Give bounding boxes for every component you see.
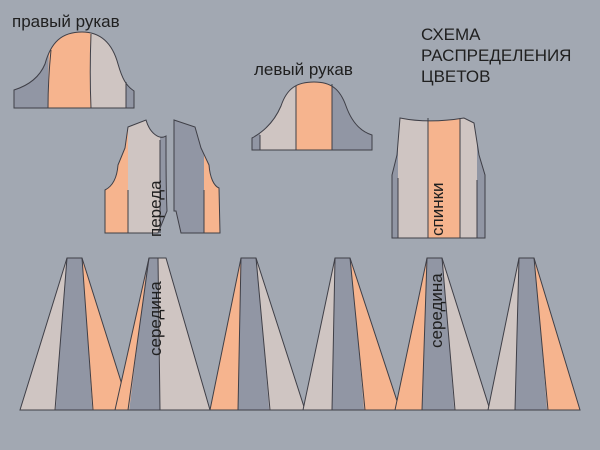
middle-label-2: середина (427, 273, 446, 348)
middle-label-1: середина (146, 281, 165, 356)
title-line-1: СХЕМА (421, 25, 481, 44)
fronts-label: переда (146, 180, 165, 237)
back-label: спинки (428, 182, 447, 236)
right-sleeve-label: правый рукав (12, 12, 120, 31)
left-sleeve-label: левый рукав (254, 60, 353, 79)
title-line-2: РАСПРЕДЕЛЕНИЯ (421, 46, 571, 65)
title-line-3: ЦВЕТОВ (421, 67, 490, 86)
